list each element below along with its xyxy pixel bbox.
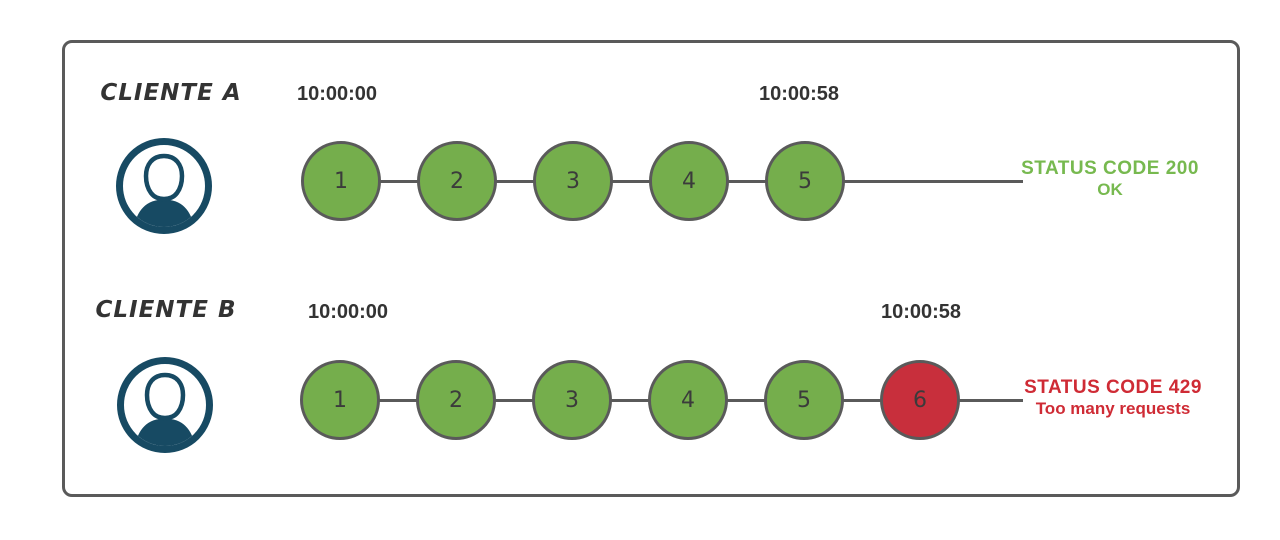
request-node: 3	[533, 141, 613, 221]
status-message-line: Too many requests	[1035, 398, 1191, 418]
request-node: 2	[417, 141, 497, 221]
status-code-line: STATUS CODE 429	[1024, 377, 1202, 398]
row-b-end-timestamp: 10:00:58	[880, 301, 962, 323]
request-node-rate-limited: 6	[880, 360, 960, 440]
row-a-end-timestamp: 10:00:58	[758, 83, 840, 105]
request-number: 6	[913, 387, 927, 413]
client-b-label: CLIENTE B	[95, 297, 237, 323]
request-number: 2	[450, 168, 464, 194]
request-node: 5	[765, 141, 845, 221]
diagram-frame	[62, 40, 1240, 497]
request-node: 5	[764, 360, 844, 440]
request-node: 1	[301, 141, 381, 221]
row-b-status: STATUS CODE 429 Too many requests	[993, 377, 1233, 418]
request-number: 4	[682, 168, 696, 194]
request-node: 3	[532, 360, 612, 440]
row-a-start-timestamp: 10:00:00	[296, 83, 378, 105]
request-number: 1	[334, 168, 348, 194]
row-b-start-timestamp: 10:00:00	[307, 301, 389, 323]
row-a-status: STATUS CODE 200 OK	[990, 158, 1230, 199]
request-number: 5	[797, 387, 811, 413]
request-number: 5	[798, 168, 812, 194]
request-node: 1	[300, 360, 380, 440]
request-number: 2	[449, 387, 463, 413]
request-number: 3	[565, 387, 579, 413]
request-number: 4	[681, 387, 695, 413]
status-code-line: STATUS CODE 200	[1021, 158, 1199, 179]
client-a-label: CLIENTE A	[100, 80, 242, 106]
request-node: 4	[649, 141, 729, 221]
request-node: 2	[416, 360, 496, 440]
user-icon	[117, 357, 213, 453]
user-icon	[116, 138, 212, 234]
request-number: 3	[566, 168, 580, 194]
status-message-line: OK	[1097, 179, 1123, 199]
request-node: 4	[648, 360, 728, 440]
request-number: 1	[333, 387, 347, 413]
